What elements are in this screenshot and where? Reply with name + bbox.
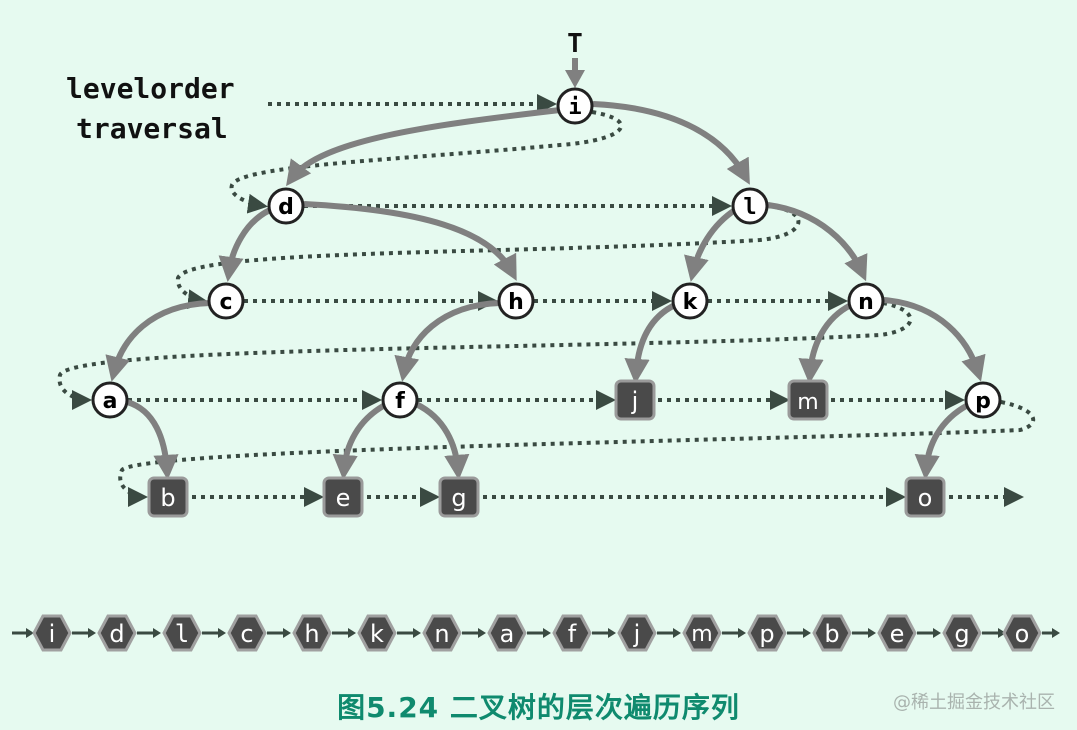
node-n: n: [847, 282, 885, 320]
sequence-item-k: k: [357, 614, 397, 652]
leaf-o: o: [904, 476, 946, 518]
svg-text:o: o: [918, 484, 933, 512]
svg-text:i: i: [49, 620, 56, 648]
sequence-item-h: h: [292, 614, 332, 652]
node-c: c: [207, 282, 245, 320]
svg-text:e: e: [336, 484, 351, 512]
leaf-b: b: [147, 476, 189, 518]
svg-text:h: h: [508, 290, 524, 315]
svg-text:n: n: [434, 620, 449, 648]
svg-text:a: a: [103, 389, 118, 414]
svg-text:a: a: [500, 620, 515, 648]
node-l: l: [731, 187, 769, 225]
sequence-item-g: g: [942, 614, 982, 652]
traversal-sequence: i d l c h k n a f j m p b e g o: [12, 614, 1060, 652]
root-pointer-arrow: [565, 58, 585, 88]
sequence-item-o: o: [1002, 614, 1042, 652]
svg-text:b: b: [824, 620, 839, 648]
sequence-item-i: i: [32, 614, 72, 652]
svg-text:b: b: [160, 484, 175, 512]
svg-text:n: n: [858, 290, 874, 315]
traversal-thread: [57, 94, 1036, 507]
sequence-item-p: p: [747, 614, 787, 652]
svg-text:o: o: [1015, 620, 1030, 648]
svg-text:k: k: [683, 290, 699, 315]
svg-text:d: d: [109, 620, 124, 648]
svg-text:j: j: [633, 620, 641, 648]
sequence-item-a: a: [487, 614, 527, 652]
sequence-item-m: m: [682, 614, 722, 652]
traversal-label: traversal: [76, 112, 228, 145]
leaf-nodes: j m b e g o: [147, 379, 946, 518]
node-f: f: [381, 381, 419, 419]
leaf-m: m: [787, 379, 829, 421]
node-p: p: [964, 381, 1002, 419]
svg-text:l: l: [175, 620, 189, 648]
node-d: d: [267, 187, 305, 225]
svg-text:g: g: [954, 620, 969, 648]
node-h: h: [497, 282, 535, 320]
svg-text:m: m: [797, 390, 818, 415]
tree-edges: [105, 101, 986, 481]
sequence-item-c: c: [227, 614, 267, 652]
sequence-item-f: f: [552, 614, 592, 652]
levelorder-label: levelorder: [66, 72, 235, 105]
svg-text:f: f: [395, 389, 405, 414]
svg-text:m: m: [691, 622, 712, 647]
tree-nodes: i d l c h k n a f p: [91, 87, 1002, 419]
svg-text:c: c: [219, 290, 232, 315]
sequence-item-j: j: [617, 614, 657, 652]
sequence-item-e: e: [877, 614, 917, 652]
svg-text:h: h: [304, 620, 319, 648]
sequence-item-n: n: [422, 614, 462, 652]
node-k: k: [671, 282, 709, 320]
root-pointer-label: T: [567, 29, 583, 59]
svg-text:g: g: [451, 484, 466, 512]
node-i: i: [556, 87, 594, 125]
svg-text:p: p: [759, 620, 774, 648]
sequence-item-d: d: [97, 614, 137, 652]
leaf-g: g: [438, 476, 480, 518]
svg-text:p: p: [975, 389, 991, 414]
svg-text:f: f: [568, 620, 577, 648]
sequence-item-l: l: [162, 614, 202, 652]
figure-caption: 图5.24 二叉树的层次遍历序列: [337, 691, 740, 724]
node-a: a: [91, 381, 129, 419]
leaf-e: e: [322, 476, 364, 518]
watermark: @稀土掘金技术社区: [893, 692, 1055, 713]
sequence-item-b: b: [812, 614, 852, 652]
leaf-j: j: [614, 379, 656, 421]
svg-text:i: i: [568, 95, 581, 120]
svg-text:j: j: [631, 387, 639, 415]
svg-text:e: e: [890, 620, 905, 648]
svg-text:c: c: [240, 620, 253, 648]
svg-text:k: k: [370, 620, 384, 648]
svg-text:d: d: [278, 195, 294, 220]
svg-text:l: l: [743, 195, 756, 220]
